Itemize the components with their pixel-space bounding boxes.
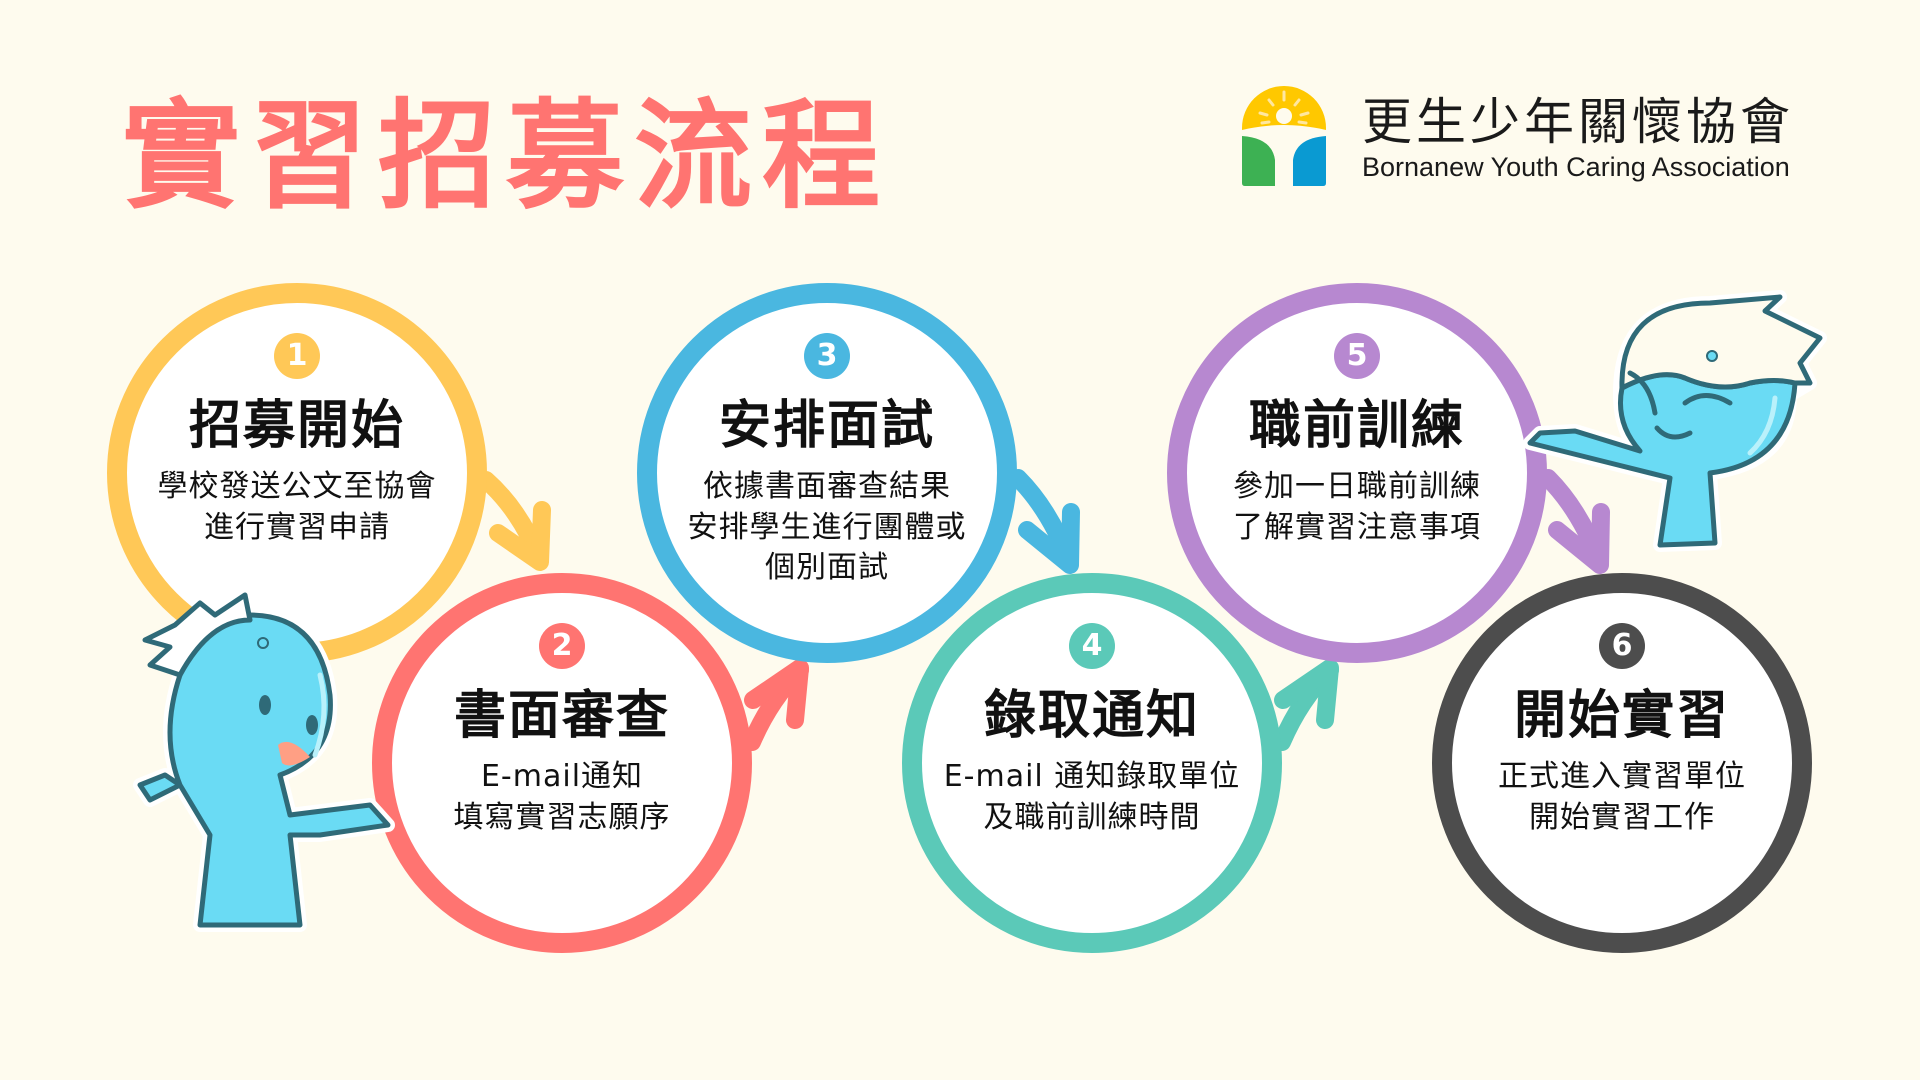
page-title: 實習招募流程 xyxy=(122,87,891,225)
step-1-description: 學校發送公文至協會 進行實習申請 xyxy=(158,467,437,549)
mascot-right-icon xyxy=(1523,290,1827,552)
step-6-description: 正式進入實習單位 開始實習工作 xyxy=(1498,757,1746,839)
step-2-description: E-mail通知 填寫實習志願序 xyxy=(454,757,671,839)
step-5-desc-line: 參加一日職前訓練 xyxy=(1233,468,1481,504)
mascot-left-icon xyxy=(133,592,395,932)
step-1-desc-line: 進行實習申請 xyxy=(204,509,390,545)
step-4-circle: 4 錄取通知 E-mail 通知錄取單位 及職前訓練時間 xyxy=(902,573,1282,953)
step-6-number-badge: 6 xyxy=(1599,623,1645,669)
organization-name-zh: 更生少年關懷協會 xyxy=(1362,93,1794,151)
step-3-desc-line: 依據書面審查結果 xyxy=(703,468,951,504)
step-5-title: 職前訓練 xyxy=(1248,396,1465,456)
step-3-description: 依據書面審查結果 安排學生進行團體或 個別面試 xyxy=(688,467,967,589)
step-2-desc-line: 填寫實習志願序 xyxy=(453,799,671,835)
arrow-3-to-4-icon xyxy=(1009,469,1080,574)
step-3-number-badge: 3 xyxy=(804,333,850,379)
step-6-desc-line: 開始實習工作 xyxy=(1529,799,1715,835)
step-3-desc-line: 個別面試 xyxy=(765,550,889,586)
organization-logo: 更生少年關懷協會 Bornanew Youth Caring Associati… xyxy=(1242,80,1842,190)
step-3-desc-line: 安排學生進行團體或 xyxy=(687,509,967,545)
step-3-title: 安排面試 xyxy=(718,396,935,456)
step-4-number-badge: 4 xyxy=(1069,623,1115,669)
step-2-title: 書面審查 xyxy=(453,686,670,746)
step-4-title: 錄取通知 xyxy=(983,686,1200,746)
arrow-4-to-5-icon xyxy=(1273,659,1339,751)
step-6-desc-line: 正式進入實習單位 xyxy=(1498,758,1746,794)
arrow-2-to-3-icon xyxy=(743,659,809,751)
step-4-desc-line: E-mail 通知錄取單位 xyxy=(943,758,1241,794)
step-1-title: 招募開始 xyxy=(188,396,405,456)
arrow-5-to-6-icon xyxy=(1539,469,1610,574)
step-5-desc-line: 了解實習注意事項 xyxy=(1233,509,1481,545)
step-5-number-badge: 5 xyxy=(1334,333,1380,379)
step-2-desc-line: E-mail通知 xyxy=(480,758,644,794)
step-4-desc-line: 及職前訓練時間 xyxy=(983,799,1201,835)
organization-name-en: Bornanew Youth Caring Association xyxy=(1362,152,1790,182)
step-6-circle: 6 開始實習 正式進入實習單位 開始實習工作 xyxy=(1432,573,1812,953)
step-4-description: E-mail 通知錄取單位 及職前訓練時間 xyxy=(944,757,1241,839)
step-6-title: 開始實習 xyxy=(1513,686,1730,746)
step-1-number-badge: 1 xyxy=(274,333,320,379)
step-1-desc-line: 學校發送公文至協會 xyxy=(157,468,437,504)
step-5-description: 參加一日職前訓練 了解實習注意事項 xyxy=(1233,467,1481,549)
arrow-1-to-2-icon xyxy=(477,471,551,571)
sun-logo-icon xyxy=(1242,86,1326,186)
step-2-number-badge: 2 xyxy=(539,623,585,669)
step-2-circle: 2 書面審查 E-mail通知 填寫實習志願序 xyxy=(372,573,752,953)
